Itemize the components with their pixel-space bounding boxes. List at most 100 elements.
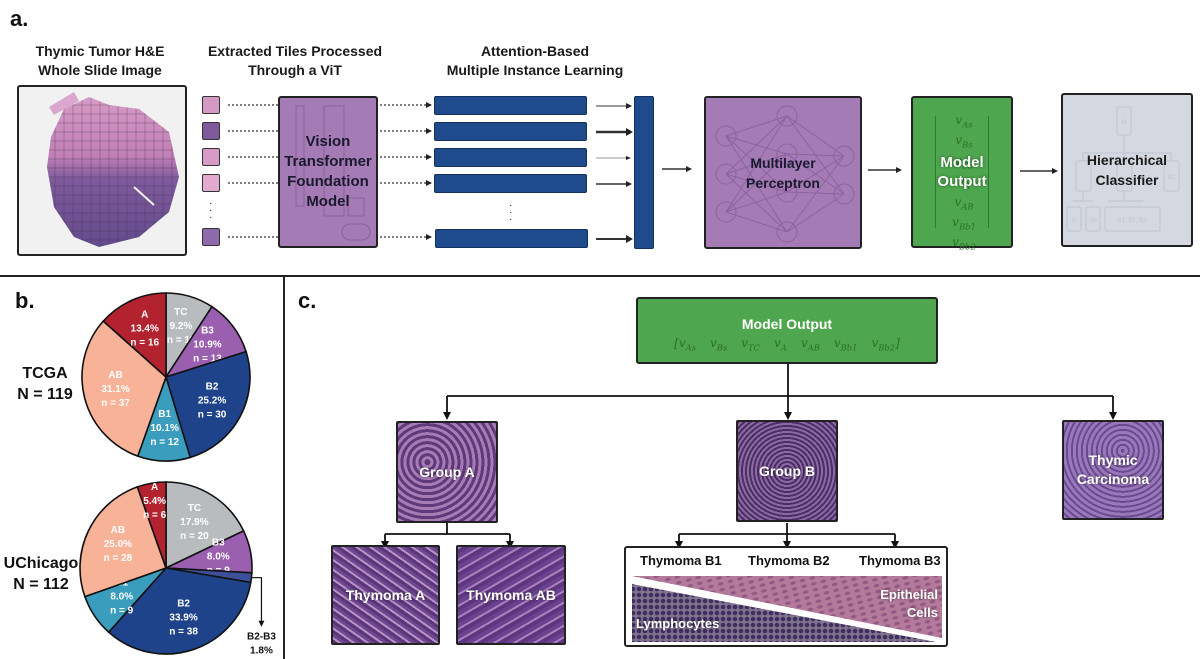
thymoma-a-label: Thymoma A <box>345 586 426 603</box>
output-vector-item: vTC <box>954 153 974 171</box>
thymoma-ab-node: Thymoma AB <box>456 545 566 645</box>
pie-label-ab-name: AB <box>108 370 122 381</box>
mil-title-line1: Attention-Based <box>480 43 590 59</box>
arrow-mlp-to-output <box>868 167 902 173</box>
feature-vector-3 <box>434 148 587 167</box>
pie-label-tc-percent: 17.9% <box>180 517 208 528</box>
svg-text:AB: AB <box>1089 218 1097 224</box>
pie-label-ab-percent: 31.1% <box>101 384 129 395</box>
mlp-box: Multilayer Perceptron <box>704 96 862 249</box>
classifier-tree-icon: O A AB B1, B2, B3 TC <box>1066 106 1180 232</box>
group-a-label: Group A <box>419 463 475 480</box>
mlp-label-line1: Multilayer <box>750 154 816 171</box>
classifier-label-line2: Classifier <box>1095 172 1159 188</box>
panel-divider-vertical <box>283 276 285 659</box>
epithelial-line2: Cells <box>906 605 938 620</box>
output-vector-item: vA <box>957 174 971 191</box>
pie-label-b2-name: B2 <box>177 598 190 609</box>
pie-slice-ab <box>81 319 167 458</box>
hierarchical-classifier-box: O A AB B1, B2, B3 TC Hierarchical Classi… <box>1061 93 1193 247</box>
pie-label-b2-percent: 33.9% <box>169 612 197 623</box>
pie-label-b1-percent: 8.0% <box>110 592 133 603</box>
epithelial-cells-wedge <box>632 576 942 638</box>
epithelial-cells-label: Epithelial Cells <box>880 586 938 622</box>
uchicago-total: N = 112 <box>13 576 69 593</box>
pie-label-b2-count: n = 30 <box>198 409 227 420</box>
model-output-label: Model Output <box>937 153 986 191</box>
tcga-title: TCGA <box>22 365 68 382</box>
root-vector-item: vBb1 <box>833 336 858 353</box>
pie-label-b3-name: B3 <box>201 326 214 337</box>
pie-label-b3-percent: 10.9% <box>193 340 221 351</box>
output-vector-item: vAB <box>954 194 974 211</box>
pie-label-a-count: n = 6 <box>143 510 167 521</box>
pie-label-a-count: n = 16 <box>130 337 159 348</box>
model-output-root-box: Model Output [vAs vBs vTC vA vAB vBb1 vB… <box>636 297 938 364</box>
model-output-root-title: Model Output <box>741 316 833 332</box>
pie-label-b2-b3-percent: 1.8% <box>250 646 273 657</box>
tcga-cohort-label: TCGA N = 119 <box>10 363 80 405</box>
model-output-line2: Output <box>937 173 987 190</box>
thymoma-b3-label: Thymoma B3 <box>859 553 941 568</box>
panel-b-letter: b. <box>15 288 35 313</box>
feature-vector-1 <box>434 96 587 115</box>
pie-label-tc-count: n = 20 <box>180 531 209 542</box>
pie-label-b2-percent: 25.2% <box>198 395 226 406</box>
aggregated-embedding <box>634 96 654 249</box>
output-vector-list: vAs vBs vTC vA vAB vBb1 vBb2 <box>941 112 987 255</box>
pie-slice-tc <box>165 481 245 570</box>
lymphocytes-wedge <box>632 584 936 642</box>
thymic-carcinoma-line2: Carcinoma <box>1076 471 1150 487</box>
classifier-mini-node: O <box>1122 120 1127 126</box>
output-vector-item: vAs <box>955 113 973 130</box>
pie-slice-b2 <box>107 567 252 655</box>
pie-label-b2-b3-name: B2-B3 <box>247 632 276 643</box>
tile-4 <box>202 174 220 192</box>
vit-label-line4: Model <box>306 193 350 210</box>
tissue-slide-graphic <box>47 92 179 247</box>
tcga-total: N = 119 <box>17 386 73 403</box>
feature-vector-2 <box>434 122 587 141</box>
vit-label-line3: Foundation <box>287 173 369 190</box>
thymoma-b2-label: Thymoma B2 <box>748 553 830 568</box>
classifier-label: Hierarchical Classifier <box>1087 150 1167 190</box>
pie-slice-a <box>102 292 167 379</box>
arrow-output-to-classifier <box>1020 168 1058 174</box>
pie-label-a-percent: 13.4% <box>131 323 159 334</box>
tile-2 <box>202 122 220 140</box>
pie-label-a-percent: 5.4% <box>143 496 166 507</box>
root-vector-item: vTC <box>741 336 761 353</box>
panel-divider-horizontal <box>0 275 1200 277</box>
svg-text:TC: TC <box>1167 175 1176 181</box>
pie-label-b1-name: B1 <box>158 409 171 420</box>
callout-arrowhead <box>258 620 265 627</box>
tiles-title: Extracted Tiles Processed Through a ViT <box>195 42 395 80</box>
wsi-title-line2: Whole Slide Image <box>38 62 162 78</box>
group-b-subtypes-box: Thymoma B1 Thymoma B2 Thymoma B3 Epithel… <box>624 546 948 647</box>
pie-label-ab-percent: 25.0% <box>104 539 132 550</box>
mlp-label-line2: Perceptron <box>746 174 820 191</box>
model-output-root-vector: [vAs vBs vTC vA vAB vBb1 vBb2] <box>638 336 936 352</box>
svg-text:B1, B2, B3: B1, B2, B3 <box>1118 218 1147 224</box>
wsi-title-line1: Thymic Tumor H&E <box>35 43 165 59</box>
pie-label-ab-count: n = 28 <box>104 553 133 564</box>
pie-label-b2-count: n = 38 <box>169 626 198 637</box>
output-vector-bracket <box>935 116 989 228</box>
model-output-line1: Model <box>940 154 984 171</box>
svg-text:A: A <box>1072 218 1076 224</box>
panel-c-letter: c. <box>298 288 317 313</box>
pie-label-tc-count: n = 11 <box>167 335 196 346</box>
lymphocytes-label: Lymphocytes <box>636 616 720 631</box>
pie-label-b2-name: B2 <box>206 381 219 392</box>
feature-vector-4 <box>434 174 587 193</box>
whole-slide-image <box>17 85 187 256</box>
pie-slice-a <box>136 481 167 569</box>
root-vector-item: vA <box>774 336 787 353</box>
pie-label-b3-percent: 8.0% <box>207 552 230 563</box>
model-output-box: vAs vBs vTC vA vAB vBb1 vBb2 Model Outpu… <box>911 96 1013 252</box>
root-vector-item: vBs <box>710 336 728 353</box>
thymic-carcinoma-label: Thymic Carcinoma <box>1077 451 1149 489</box>
tile-n <box>202 228 220 246</box>
pie-label-b1-count: n = 9 <box>110 606 134 617</box>
